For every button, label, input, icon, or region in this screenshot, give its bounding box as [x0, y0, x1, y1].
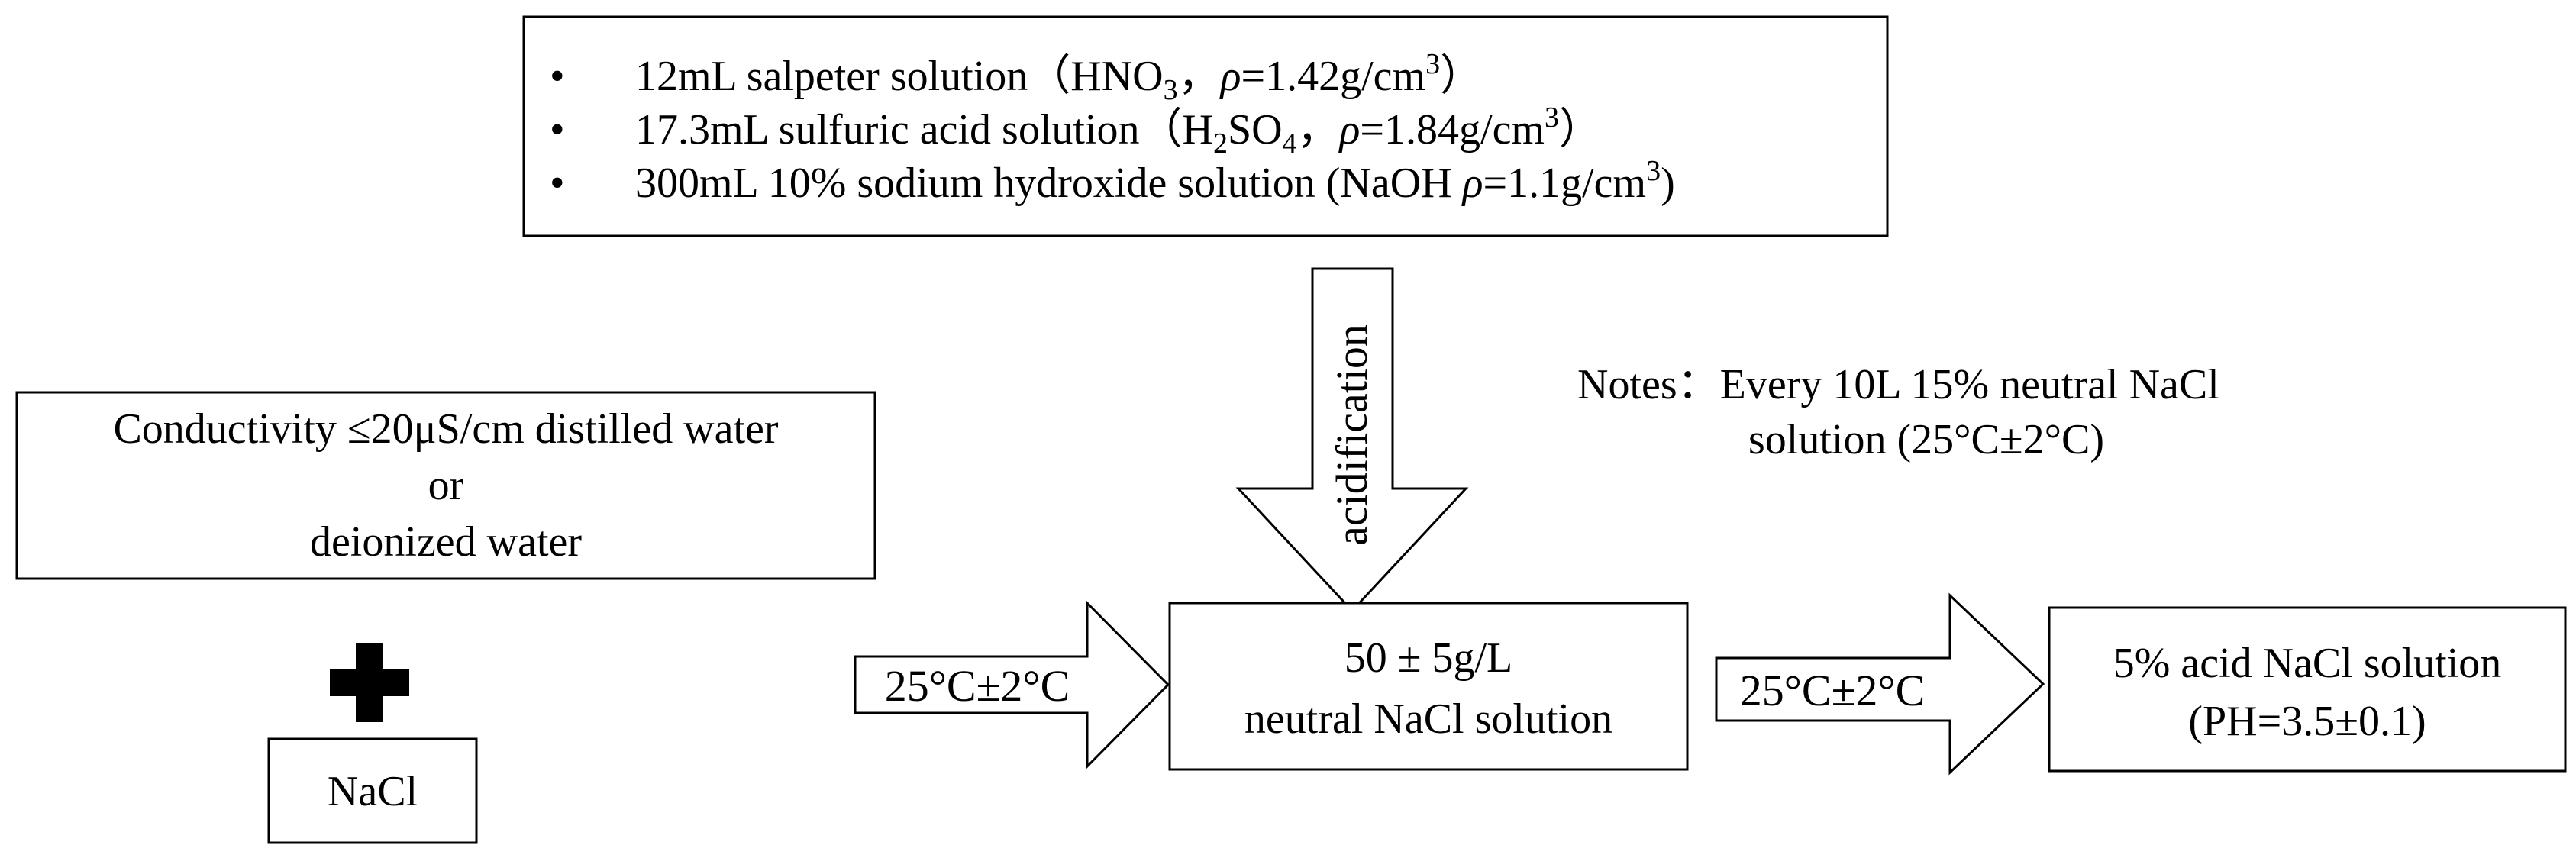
reagent-item-2: 17.3mL sulfuric acid solution（H2SO4，ρ=1.… — [635, 102, 1602, 160]
reagent-bullet-1: • — [550, 53, 565, 100]
notes: Notes：Every 10L 15% neutral NaCl solutio… — [1577, 361, 2219, 463]
notes-line-1: Notes：Every 10L 15% neutral NaCl — [1577, 361, 2219, 408]
left-temp-arrow: 25°C±2°C — [854, 600, 1170, 769]
water-line-1: Conductivity ≤20μS/cm distilled water — [113, 405, 778, 453]
reagent-bullet-3: • — [550, 160, 565, 207]
water-box: Conductivity ≤20μS/cm distilled water or… — [15, 391, 876, 580]
nacl-label: NaCl — [328, 768, 418, 815]
acid-line-1: 5% acid NaCl solution — [2113, 640, 2502, 687]
neutral-line-1: 50 ± 5g/L — [1344, 634, 1513, 682]
acidification-arrow: acidification — [1235, 267, 1469, 613]
reagent-item-3: 300mL 10% sodium hydroxide solution (NaO… — [635, 155, 1675, 207]
reagents-box: • 12mL salpeter solution（HNO3，ρ=1.42g/cm… — [522, 15, 1889, 237]
acidification-label: acidification — [1327, 324, 1377, 546]
acid-nacl-box: 5% acid NaCl solution (PH=3.5±0.1) — [2048, 606, 2567, 773]
water-line-2: or — [428, 462, 464, 509]
nacl-box: NaCl — [267, 737, 478, 844]
reagent-bullet-2: • — [550, 106, 565, 153]
right-temp-arrow: 25°C±2°C — [1715, 592, 2045, 776]
neutral-nacl-box: 50 ± 5g/L neutral NaCl solution — [1168, 602, 1689, 771]
notes-line-2: solution (25°C±2°C) — [1748, 416, 2104, 463]
left-arrow-label: 25°C±2°C — [885, 661, 1070, 711]
acid-line-2: (PH=3.5±0.1) — [2188, 698, 2426, 745]
water-line-3: deionized water — [310, 518, 582, 566]
right-arrow-label: 25°C±2°C — [1740, 666, 1926, 715]
neutral-line-2: neutral NaCl solution — [1244, 695, 1612, 743]
reagent-item-1: 12mL salpeter solution（HNO3，ρ=1.42g/cm3） — [635, 48, 1483, 106]
plus-icon — [330, 643, 409, 722]
